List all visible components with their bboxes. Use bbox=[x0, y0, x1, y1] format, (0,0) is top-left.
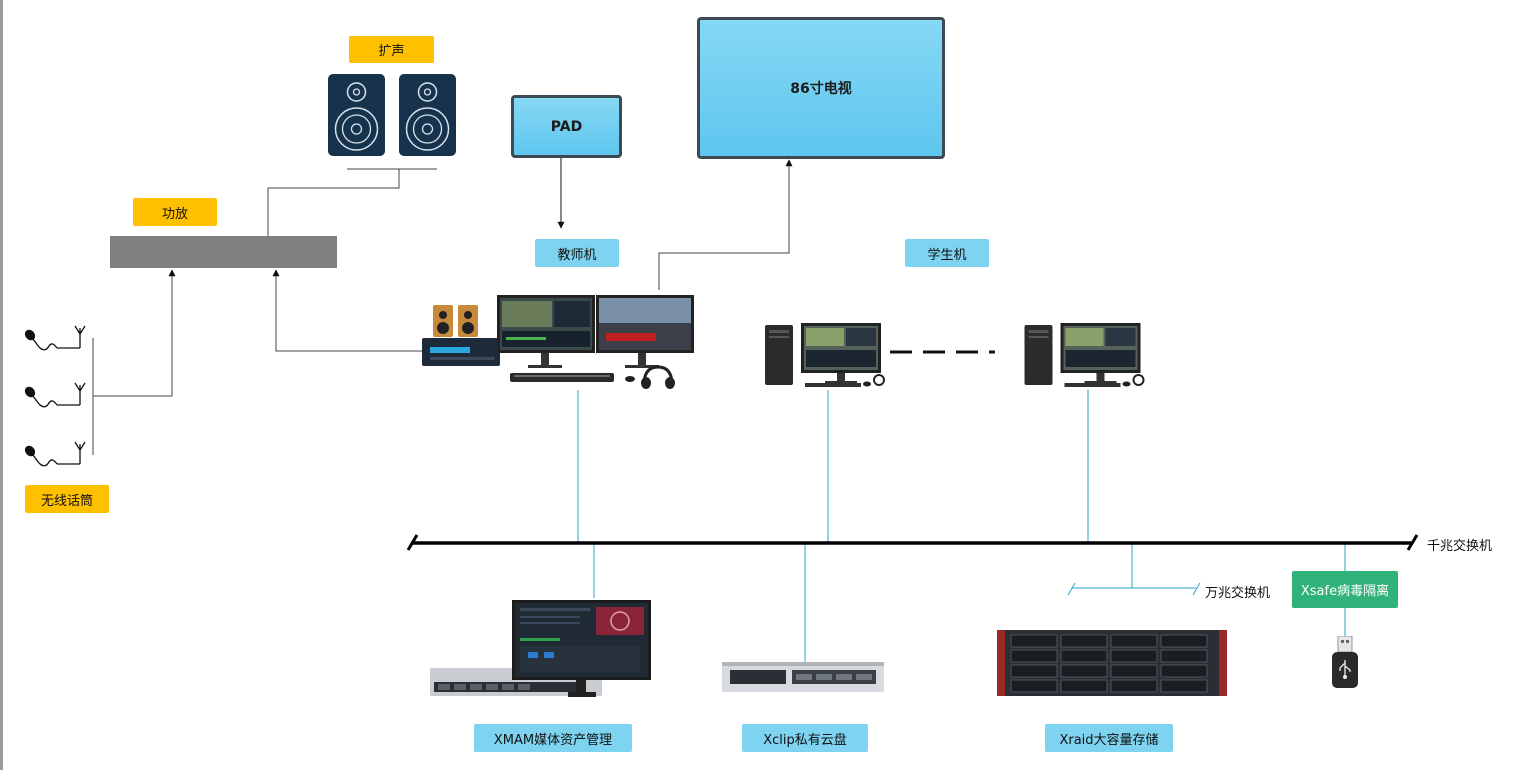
speaker-amp-connector bbox=[267, 168, 437, 236]
teacher-workstation-icon bbox=[422, 295, 694, 389]
speaker-pair-icon bbox=[328, 74, 456, 156]
teacher-amp-connector bbox=[272, 269, 422, 352]
teacher-pc-tag: 教师机 bbox=[535, 239, 619, 267]
gigabit-switch-label: 千兆交换机 bbox=[1427, 539, 1493, 554]
usb-drive-icon bbox=[1332, 636, 1358, 688]
xmam-server-icon bbox=[430, 600, 651, 697]
xclip-tag: Xclip私有云盘 bbox=[742, 724, 868, 752]
mic-amp-connector bbox=[92, 269, 176, 455]
wireless-mic-2-icon bbox=[24, 382, 86, 408]
wireless-mic-1-icon bbox=[24, 325, 86, 351]
xclip-server-icon bbox=[722, 662, 884, 692]
teacher-tv-connector bbox=[658, 159, 793, 290]
wireless-mic-group bbox=[24, 325, 86, 467]
ten-gig-switch-label: 万兆交换机 bbox=[1205, 586, 1271, 601]
student-pc-2-icon bbox=[1024, 323, 1145, 387]
pad-screen: PAD bbox=[511, 95, 622, 158]
speaker-tag: 扩声 bbox=[349, 36, 434, 63]
gigabit-bus bbox=[406, 534, 1419, 551]
xmam-tag: XMAM媒体资产管理 bbox=[474, 724, 632, 752]
amplifier-unit bbox=[110, 236, 337, 268]
xsafe-tag: Xsafe病毒隔离 bbox=[1292, 571, 1398, 608]
tv-screen: 86寸电视 bbox=[697, 17, 945, 159]
wireless-mic-3-icon bbox=[24, 441, 86, 467]
student-pc-tag: 学生机 bbox=[905, 239, 989, 267]
tv-label: 86寸电视 bbox=[790, 81, 852, 97]
amplifier-tag: 功放 bbox=[133, 198, 217, 226]
speaker-right-icon bbox=[399, 74, 456, 156]
wireless-mic-tag: 无线话筒 bbox=[25, 485, 109, 513]
xraid-tag: Xraid大容量存储 bbox=[1045, 724, 1173, 752]
network-lines bbox=[577, 390, 1346, 662]
xraid-storage-icon bbox=[997, 630, 1227, 696]
pad-label: PAD bbox=[550, 118, 583, 135]
speaker-left-icon bbox=[328, 74, 385, 156]
student-pc-1-icon bbox=[765, 323, 885, 387]
page-left-border bbox=[0, 0, 3, 770]
